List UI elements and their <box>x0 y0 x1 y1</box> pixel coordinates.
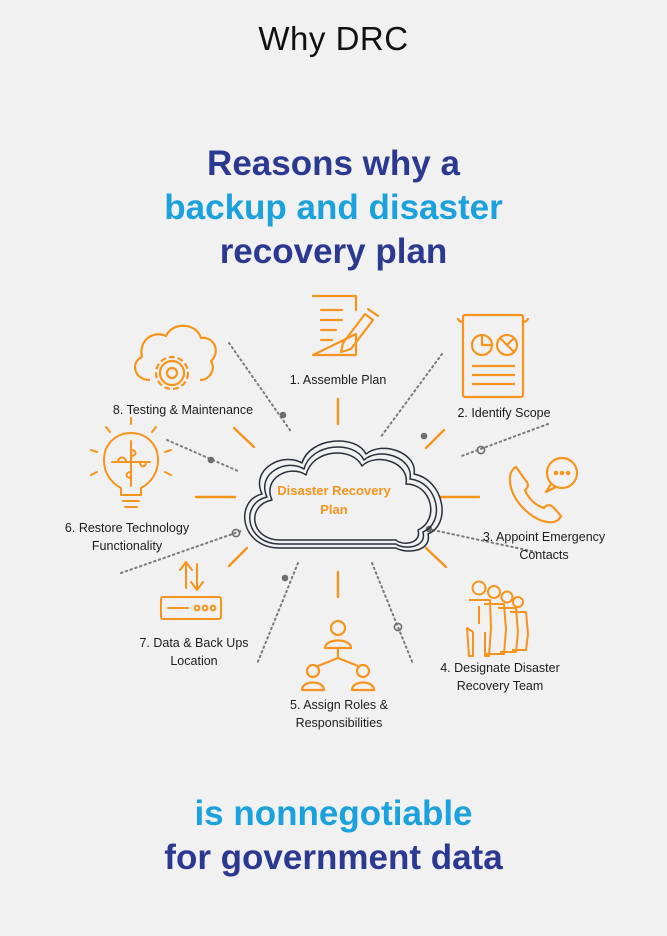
center-label: Disaster Recovery Plan <box>277 483 391 517</box>
team-group-icon <box>466 580 529 657</box>
label-restore-functionality: 6. Restore Technology Functionality <box>64 521 190 553</box>
org-hierarchy-icon <box>300 619 376 692</box>
headline-line-2: backup and disaster <box>164 188 503 227</box>
cloud-gear-icon <box>133 324 217 391</box>
label-identify-scope: 2. Identify Scope <box>457 406 551 420</box>
document-pen-icon <box>311 294 380 357</box>
headline-line-3: recovery plan <box>219 232 448 271</box>
headline-top: Reasons why a backup and disaster recove… <box>0 142 667 274</box>
server-transfer-icon <box>160 561 222 620</box>
label-appoint-contacts: 3. Appoint Emergency Contacts <box>482 530 606 562</box>
headline-bottom-line-2: for government data <box>164 838 503 877</box>
label-assemble-plan: 1. Assemble Plan <box>289 373 387 387</box>
headline-bottom: is nonnegotiable for government data <box>0 792 667 880</box>
headline-line-1: Reasons why a <box>207 144 460 183</box>
headline-bottom-line-1: is nonnegotiable <box>194 794 473 833</box>
label-testing-maintenance: 8. Testing & Maintenance <box>112 403 254 417</box>
phone-chat-icon <box>508 456 579 524</box>
dotted-connectors <box>120 342 549 665</box>
report-chart-icon <box>456 313 530 399</box>
ray-lines <box>194 397 481 599</box>
label-assign-roles: 5. Assign Roles & Responsibilities <box>290 698 388 730</box>
label-backup-location: 7. Data & Back Ups Location <box>139 636 249 668</box>
puzzle-bulb-icon <box>90 417 172 508</box>
page-title: Why DRC <box>258 20 409 57</box>
center-cloud <box>244 440 443 552</box>
label-designate-team: 4. Designate Disaster Recovery Team <box>440 661 560 693</box>
